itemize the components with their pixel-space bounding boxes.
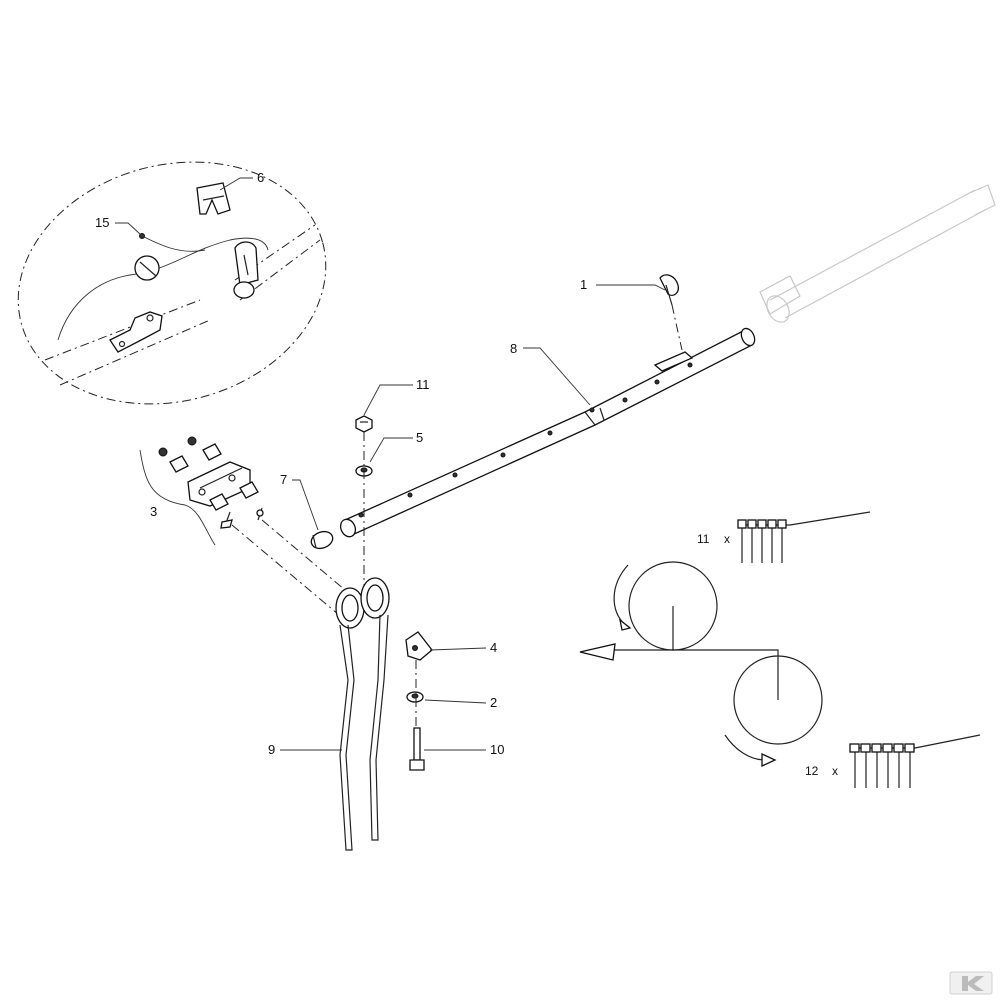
callout-3: 3 [150, 504, 157, 519]
part-8-main-tube [339, 327, 756, 538]
slotted-bracket-detail [234, 241, 259, 286]
part-15-lynch-pin-detail [134, 233, 160, 281]
part-3-mounting-bracket [139, 436, 264, 546]
rotation-schematic [579, 561, 823, 768]
callout-15: 15 [95, 215, 109, 230]
ghost-adjacent-tube [759, 184, 996, 323]
part-6-clip [196, 182, 231, 215]
tine-count-top: 11 [697, 532, 710, 546]
callout-2: 2 [490, 695, 497, 710]
callout-8: 8 [510, 341, 517, 356]
tine-group-top [737, 511, 871, 563]
callout-1: 1 [580, 277, 587, 292]
times-symbol-top: x [724, 532, 730, 546]
part-1-lynch-pin [659, 274, 683, 351]
callout-7: 7 [280, 472, 287, 487]
part-9-spring-tine [335, 577, 390, 851]
tine-group-bottom [849, 734, 981, 788]
part-7-end-cap [310, 530, 334, 550]
callout-6: 6 [257, 170, 264, 185]
part-11-nut [355, 415, 373, 433]
part-10-bolt [409, 727, 425, 771]
part-2-washer [406, 691, 424, 703]
tine-count-bottom: 12 [805, 764, 819, 778]
part-4-clamp-plate [405, 631, 433, 661]
detail-tube-end [233, 281, 255, 299]
callout-4: 4 [490, 640, 497, 655]
callout-5: 5 [416, 430, 423, 445]
bracket-axis-diagonal [261, 519, 346, 591]
callout-10: 10 [490, 742, 504, 757]
mounting-plate-detail [109, 311, 163, 353]
leader-lines [115, 177, 666, 751]
brand-logo-icon [949, 971, 993, 995]
bolt-axis-diagonal [231, 524, 346, 621]
callout-9: 9 [268, 742, 275, 757]
times-symbol-bottom: x [832, 764, 838, 778]
callout-11: 11 [416, 377, 430, 392]
detail-ellipse [17, 161, 327, 405]
